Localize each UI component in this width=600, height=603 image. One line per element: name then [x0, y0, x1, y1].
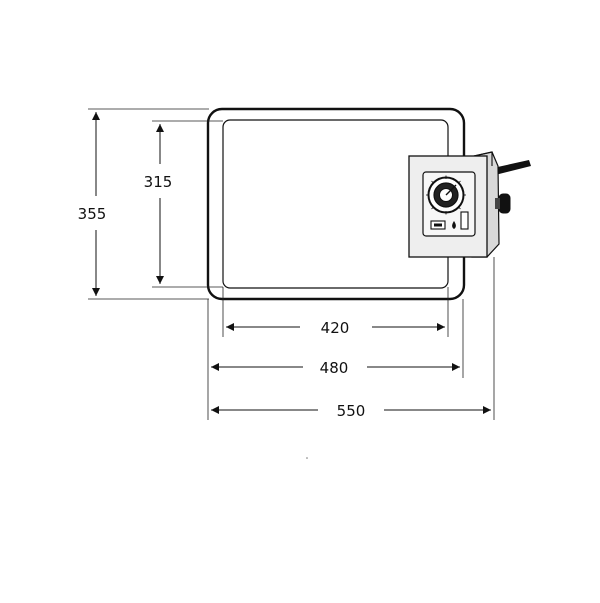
dial-pointer — [445, 184, 457, 196]
total-width-label: 550 — [337, 402, 366, 420]
total-width-dimension: 550 — [211, 402, 491, 420]
inner-width-dimension: 420 — [226, 319, 445, 337]
inner-width-label: 420 — [321, 319, 350, 337]
knob-shaft — [495, 198, 500, 209]
power-cable — [493, 160, 531, 175]
outer-width-label: 480 — [320, 359, 349, 377]
switch-icon[interactable] — [460, 211, 469, 230]
control-unit — [408, 151, 531, 258]
indicator-light-inner — [434, 223, 442, 227]
extension-lines — [88, 108, 495, 420]
small-dot-mark — [306, 457, 308, 459]
outer-height-label: 355 — [78, 205, 107, 223]
dial-ticks — [426, 175, 466, 215]
outer-height-dimension: 355 — [78, 112, 107, 296]
inner-height-dimension: 315 — [144, 124, 173, 284]
inner-height-label: 315 — [144, 173, 173, 191]
flame-icon — [452, 221, 456, 229]
outer-width-dimension: 480 — [211, 359, 460, 377]
control-box-top-edge — [409, 151, 493, 166]
knob-icon[interactable] — [498, 193, 511, 214]
